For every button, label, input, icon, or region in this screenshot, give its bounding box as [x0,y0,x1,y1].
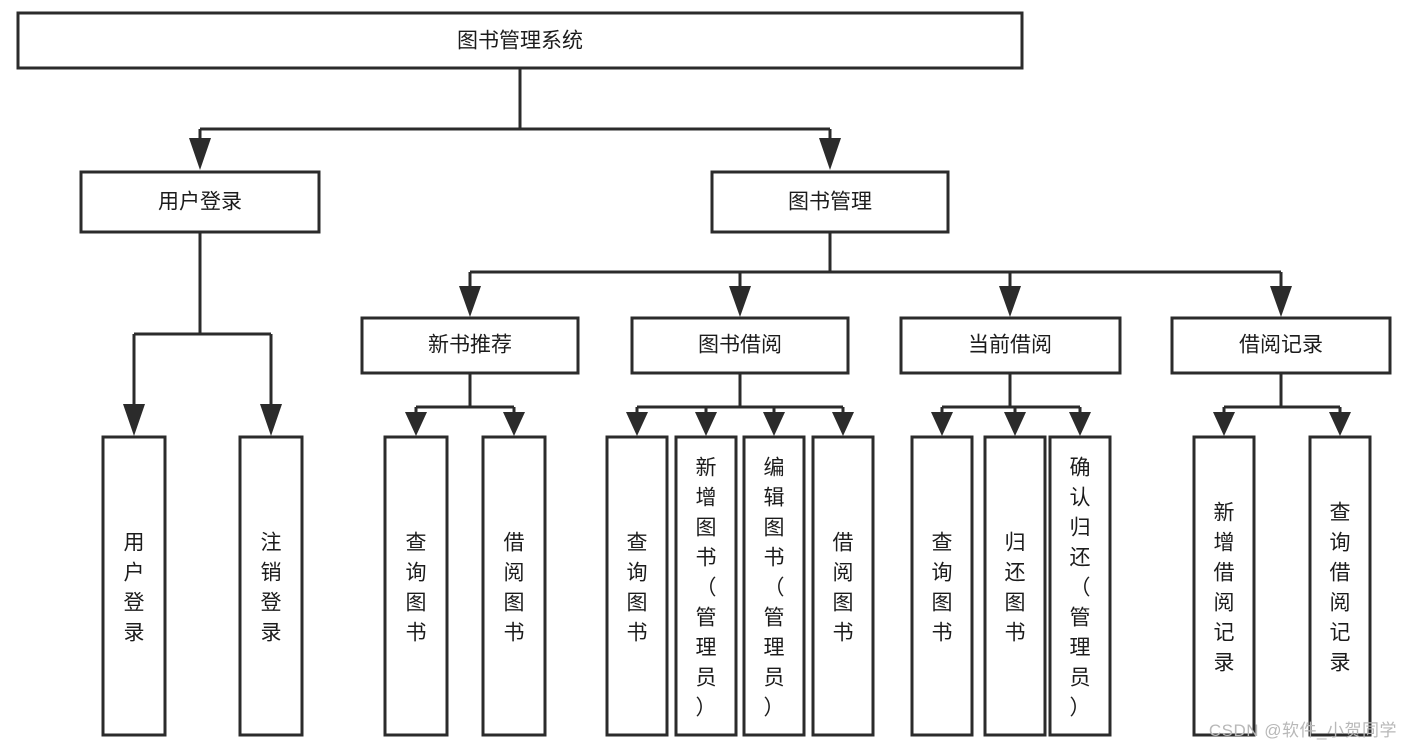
leaf-node[interactable]: 新增图书（管理员） [674,435,738,737]
leaf-node-label: 查询图书 [406,531,427,644]
arrow-head-leaf-user-login [123,404,145,436]
node-current-borrow-label: 当前借阅 [968,334,1052,357]
node-borrow-record-box[interactable] [1170,316,1392,375]
node-root[interactable]: 图书管理系统 [16,11,1024,70]
arrow-head-leaf-borrow-book-rec [503,412,525,436]
leaf-node-label: 注销登录 [261,531,282,644]
node-book-borrow-label: 图书借阅 [698,334,782,357]
leaf-node[interactable]: 注销登录 [238,435,304,737]
leaf-node-box[interactable] [605,435,669,737]
arrow-head-current-borrow [999,286,1021,317]
leaf-node-box[interactable] [481,435,547,737]
leaf-node-box[interactable] [983,435,1047,737]
node-book-manage-label: 图书管理 [788,191,872,214]
connector-layer [123,68,1351,436]
node-book-borrow-box[interactable] [630,316,850,375]
leaf-node-label: 归还图书 [1005,531,1026,644]
arrow-head-leaf-return-book [1004,412,1026,436]
leaf-node-label: 新增图书（管理员） [696,456,717,719]
leaf-node-layer: 用户登录 注销登录 查询图书 借阅图书 查询图书 新增图书（管理员） 编辑图书（管理员） 借阅… [101,435,1372,737]
node-borrow-record-label: 借阅记录 [1239,334,1323,357]
node-user-login[interactable]: 用户登录 [79,170,321,234]
leaf-node-box[interactable] [1192,435,1256,737]
arrow-head-new-book-recommend [459,286,481,317]
node-root-box[interactable] [16,11,1024,70]
leaf-node-box[interactable] [238,435,304,737]
leaf-node-box[interactable] [742,435,806,737]
leaf-node-box[interactable] [811,435,875,737]
node-current-borrow[interactable]: 当前借阅 [899,316,1122,375]
node-new-book-recommend-label: 新书推荐 [428,334,512,357]
node-book-manage[interactable]: 图书管理 [710,170,950,234]
leaf-node-box[interactable] [910,435,974,737]
leaf-node-box[interactable] [674,435,738,737]
leaf-node-label: 新增借阅记录 [1214,501,1235,674]
leaf-node[interactable]: 查询图书 [605,435,669,737]
node-new-book-recommend-box[interactable] [360,316,580,375]
leaf-node[interactable]: 归还图书 [983,435,1047,737]
arrow-head-leaf-borrow-book [832,412,854,436]
arrow-head-leaf-add-book [695,412,717,436]
leaf-node[interactable]: 查询图书 [910,435,974,737]
leaf-node-label: 借阅图书 [504,531,525,644]
leaf-node[interactable]: 编辑图书（管理员） [742,435,806,737]
node-user-login-box[interactable] [79,170,321,234]
leaf-node-label: 用户登录 [124,531,145,644]
node-book-manage-box[interactable] [710,170,950,234]
leaf-node-label: 查询借阅记录 [1330,501,1351,674]
arrow-head-borrow-record [1270,286,1292,317]
leaf-node[interactable]: 新增借阅记录 [1192,435,1256,737]
arrow-head-leaf-add-record [1213,412,1235,436]
node-book-borrow[interactable]: 图书借阅 [630,316,850,375]
leaf-node[interactable]: 用户登录 [101,435,167,737]
arrow-head-user-login [189,138,211,170]
leaf-node[interactable]: 借阅图书 [811,435,875,737]
node-borrow-record[interactable]: 借阅记录 [1170,316,1392,375]
arrow-head-leaf-query-book-rec [405,412,427,436]
leaf-node[interactable]: 确认归还（管理员） [1048,435,1112,737]
leaf-node-label: 借阅图书 [833,531,854,644]
node-user-login-label: 用户登录 [158,191,242,214]
arrow-head-book-borrow [729,286,751,317]
leaf-node-box[interactable] [1048,435,1112,737]
node-new-book-recommend[interactable]: 新书推荐 [360,316,580,375]
leaf-node[interactable]: 借阅图书 [481,435,547,737]
arrow-head-leaf-edit-book [763,412,785,436]
arrow-head-book-manage [819,138,841,170]
csdn-watermark: CSDN @软件_小贺同学 [1208,721,1397,740]
leaf-node-box[interactable] [101,435,167,737]
leaf-node-box[interactable] [1308,435,1372,737]
leaf-node[interactable]: 查询图书 [383,435,449,737]
leaf-node-label: 查询图书 [932,531,953,644]
leaf-node[interactable]: 查询借阅记录 [1308,435,1372,737]
leaf-node-label: 查询图书 [627,531,648,644]
arrow-head-leaf-query-record [1329,412,1351,436]
node-current-borrow-box[interactable] [899,316,1122,375]
leaf-node-box[interactable] [383,435,449,737]
arrow-head-leaf-confirm-return [1069,412,1091,436]
node-root-label: 图书管理系统 [457,30,583,53]
arrow-head-leaf-query-book-current [931,412,953,436]
leaf-node-label: 编辑图书（管理员） [764,456,785,719]
arrow-head-leaf-logout [260,404,282,436]
arrow-head-leaf-query-book-borrow [626,412,648,436]
leaf-node-label: 确认归还（管理员） [1070,456,1091,719]
